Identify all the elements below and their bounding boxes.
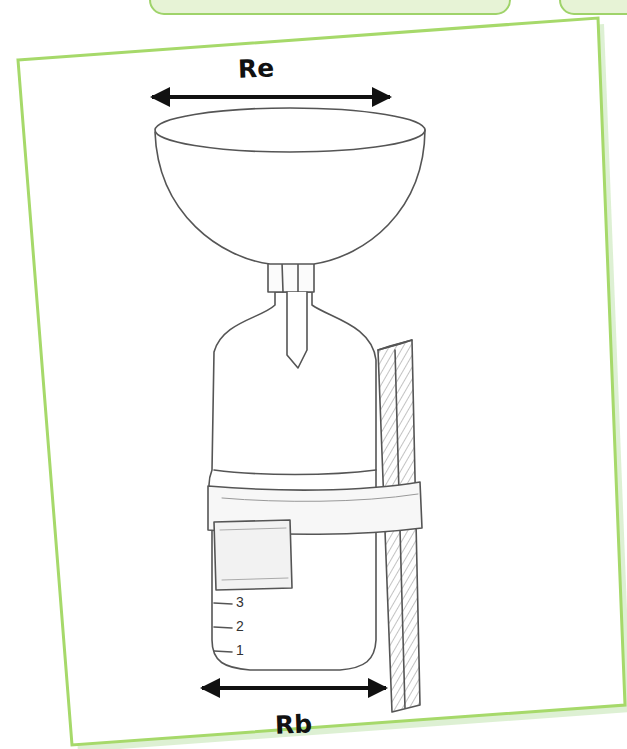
diameter-label: Rb xyxy=(275,711,313,737)
scale-number: 2 xyxy=(236,619,244,633)
funnel-rim xyxy=(155,108,425,152)
scale-marks xyxy=(214,603,232,652)
scale-number: 1 xyxy=(236,643,244,657)
top-tab xyxy=(560,0,627,14)
bottle xyxy=(209,292,376,670)
neck-tape xyxy=(268,262,314,292)
label-patch xyxy=(214,520,292,590)
dimension-arrow xyxy=(152,95,390,99)
scale-number: 3 xyxy=(236,595,244,609)
funnel-spout xyxy=(287,292,307,368)
bottle-ridge xyxy=(214,470,376,475)
paper-sheet xyxy=(18,18,625,745)
top-tab xyxy=(150,0,510,14)
diameter-label: Re xyxy=(238,55,275,81)
dimension-arrow xyxy=(202,686,386,690)
